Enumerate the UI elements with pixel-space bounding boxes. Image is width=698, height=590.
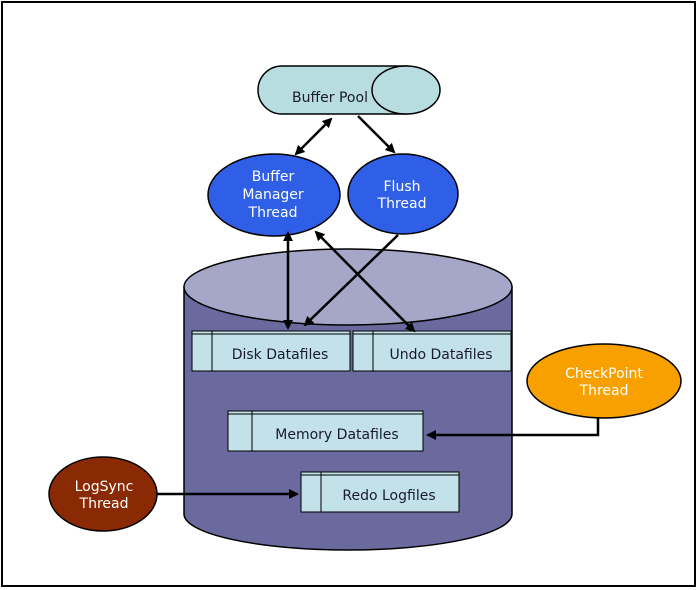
flush-thread: Flush Thread [347,153,459,235]
buffer-manager-line-1: Buffer [252,169,295,185]
memory-datafiles-box: Memory Datafiles [227,410,424,452]
arrow-pool-flush [357,115,396,154]
buffer-manager-line-2: Manager [242,187,304,203]
memory-datafiles-label: Memory Datafiles [275,427,398,443]
redo-logfiles-box: Redo Logfiles [300,471,460,513]
disk-datafiles-label: Disk Datafiles [232,347,329,363]
buffer-pool: Buffer Pool [257,65,441,115]
logsync-thread: LogSync Thread [48,456,158,532]
checkpoint-thread-line-1: CheckPoint [565,366,643,382]
arrow-buffermanager-undo [314,230,416,333]
checkpoint-thread-line-2: Thread [579,383,629,399]
logsync-thread-line-2: Thread [79,496,129,512]
arrow-pool-buffermanager [294,117,333,156]
flush-thread-line-2: Thread [377,196,427,212]
buffer-pool-label: Buffer Pool [292,90,368,106]
undo-datafiles-box: Undo Datafiles [352,330,512,372]
arrow-flush-disk [303,234,399,327]
undo-datafiles-label: Undo Datafiles [389,347,492,363]
buffer-manager-line-3: Thread [248,205,298,221]
disk-datafiles-box: Disk Datafiles [191,330,351,372]
connector-arrows [157,115,600,499]
logsync-thread-line-1: LogSync [75,479,134,495]
arrow-checkpoint-memory [426,417,600,440]
redo-logfiles-label: Redo Logfiles [342,488,435,504]
checkpoint-thread: CheckPoint Thread [526,343,682,419]
buffer-manager-thread: Buffer Manager Thread [207,153,341,237]
flush-thread-line-1: Flush [384,179,421,195]
